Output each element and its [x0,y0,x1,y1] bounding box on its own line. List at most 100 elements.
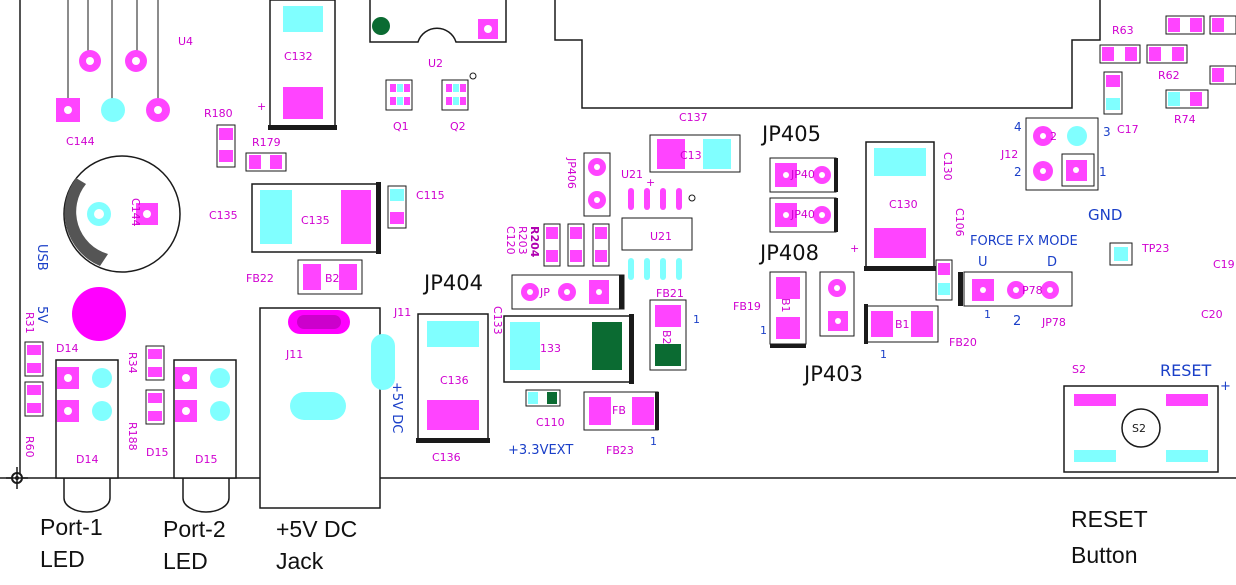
j11-dc-jack-footprint [259,307,395,509]
fb20-footprint [864,304,939,344]
ref-c17: C17 [1117,123,1139,136]
ref-jp406: JP406 [565,157,578,189]
q1-footprint [385,79,413,111]
fb21-footprint [649,299,687,371]
fb20-pin1: 1 [880,348,887,361]
s2-reset-switch-footprint [1063,385,1219,473]
ref-j11-body: J11 [285,348,303,361]
jp408-body-label: JP40 [790,208,815,221]
callout-dcjack-line1: +5V DC [276,516,358,542]
reset-plus: + [1220,379,1231,394]
callout-port2-led: Port-2 LED [163,513,226,577]
ref-c130-body: C130 [889,198,918,211]
j12-pin1: 1 [1099,165,1107,179]
ref-q2: Q2 [450,120,466,133]
ref-d14: D14 [56,342,78,355]
ref-u21-body: U21 [650,230,672,243]
ref-c135: C135 [209,209,238,222]
ref-r204: R204 [528,226,541,258]
c132-footprint [268,0,337,130]
ref-u2: U2 [428,57,443,70]
ref-fb23: FB23 [606,444,634,457]
fb20-body-label: B1 [895,318,910,331]
u2-footprint [369,0,507,43]
jp78-footprint [958,271,1073,307]
ref-u21: U21 [621,168,643,181]
fb22-body-label: B2 [325,272,340,285]
callout-port2-line2: LED [163,548,208,574]
d14-led-footprint [55,359,119,513]
r180-footprint [216,124,236,168]
jp403-footprint [819,271,855,337]
label-u: U [978,255,988,270]
ref-r31: R31 [23,312,36,334]
ref-jp78: JP78 [1041,316,1066,329]
j12-pin3: 3 [1103,125,1111,139]
jp404-body-label: JP [539,286,550,299]
ref-s2-knob: S2 [1132,422,1146,435]
label-5v: 5V [34,306,49,323]
callout-port1-line2: LED [40,546,85,572]
fb23-body-label: FB [612,404,626,417]
ref-u4: U4 [178,35,193,48]
label-usb: USB [34,244,49,271]
ref-r63: R63 [1112,24,1134,37]
fb22-footprint [297,259,363,295]
callout-port2-line1: Port-2 [163,516,226,542]
ref-fb20: FB20 [949,336,977,349]
r188-footprint [145,389,165,425]
r34-footprint [145,345,165,381]
fb21-body-label: B2 [660,330,673,345]
d15-led-footprint [173,359,237,513]
jp406-footprint [583,152,611,217]
callout-dc-jack: +5V DC Jack [276,513,357,577]
ref-fb21: FB21 [656,287,684,300]
label-plus5v-dc: +5V DC [389,382,404,433]
label-jp408: JP408 [758,241,819,265]
c133-footprint [503,314,634,384]
c110-footprint [525,389,561,407]
ref-c20: C20 [1201,308,1223,321]
c135-footprint [251,182,381,254]
ref-j11: J11 [393,306,411,319]
c133-body-label: 133 [540,342,561,355]
q2-footprint [441,72,477,111]
ref-c133: C133 [491,306,504,335]
ref-d14-body: D14 [76,453,98,466]
ref-c19: C19 [1213,258,1235,271]
callout-dcjack-line2: Jack [276,548,324,574]
connector-outline-top [554,0,1101,109]
fb23-pin1: 1 [650,435,657,448]
ref-r34: R34 [126,352,139,374]
c136-footprint [416,313,490,443]
usb-5v-test-pad [72,287,126,341]
ref-r62: R62 [1158,69,1180,82]
r63-area-footprints [1099,15,1236,109]
ref-r180: R180 [204,107,233,120]
r179-footprint [245,152,287,172]
jp78-pin1: 1 [984,308,991,321]
origin-marker [6,467,28,489]
ref-c132: C132 [284,50,313,63]
fb23-footprint [583,391,659,431]
fb19-body-label: B1 [779,298,792,313]
jp405-second-row [769,197,838,233]
j12-pin2-inner: 2 [1050,130,1057,143]
ref-r188: R188 [126,422,139,451]
j12-header-footprint [1025,117,1099,191]
label-d: D [1047,255,1057,270]
j12-pin2: 2 [1014,165,1022,179]
r31-footprint [24,341,44,377]
r203-r204-footprints [543,223,610,267]
ref-c130: C130 [941,152,954,181]
callout-port1-line1: Port-1 [40,514,103,540]
label-jp403: JP403 [802,362,863,386]
fb19-footprint [769,271,807,348]
ref-c136: C136 [432,451,461,464]
ref-s2: S2 [1072,363,1086,376]
ref-c135-body: C135 [301,214,330,227]
label-plus33v-ext: +3.3VEXT [508,443,573,458]
tp23-test-point [1109,242,1133,266]
ref-c137: C137 [679,111,708,124]
